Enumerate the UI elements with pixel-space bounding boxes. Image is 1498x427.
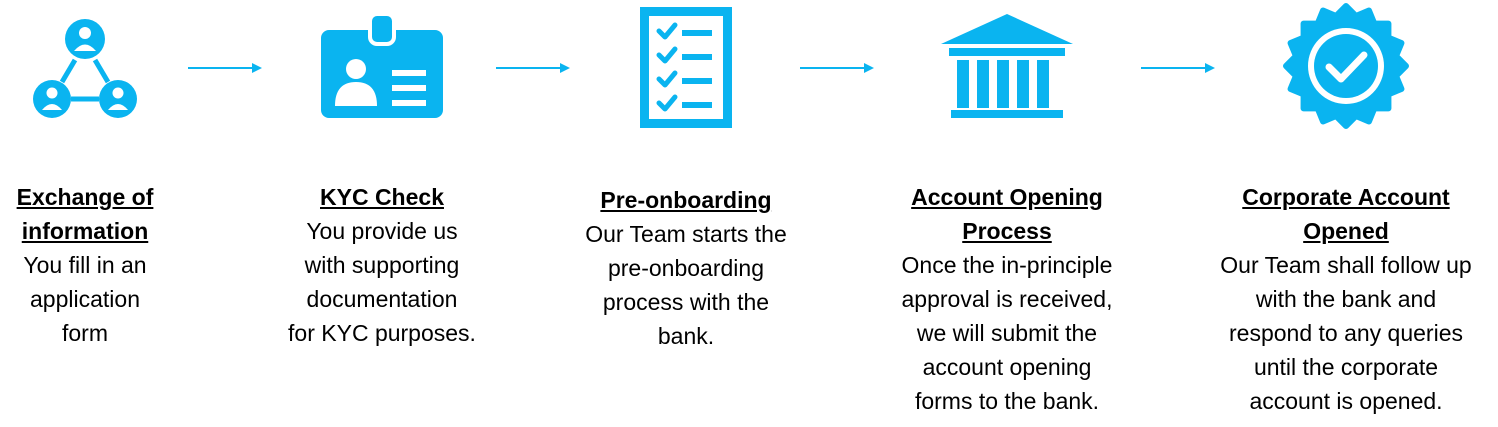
step-title: KYC Check [320,184,444,210]
step-title: Exchange of information [16,184,154,244]
step-description: Once the in-principle approval is receiv… [901,252,1113,414]
step-kyc-check: KYC Check You provide us with supporting… [252,0,512,427]
step-account-opening-process: Account Opening Process Once the in-prin… [877,0,1137,427]
verified-badge-icon [1283,3,1409,129]
checklist-icon [640,7,732,128]
arrow-right-icon [800,63,874,73]
step-description: You provide us with supporting documenta… [288,218,476,346]
step-title: Corporate Account Opened [1242,184,1450,244]
people-network-icon [33,19,137,118]
step-description: Our Team starts the pre-onboarding proce… [585,221,787,349]
arrow-right-icon [496,63,570,73]
step-title: Pre-onboarding [600,187,772,213]
arrow-right-icon [188,63,262,73]
step-title: Account Opening Process [911,184,1103,244]
step-pre-onboarding: Pre-onboarding Our Team starts the pre-o… [556,0,816,427]
step-exchange-of-information: Exchange of information You fill in an a… [0,0,215,427]
step-description: You fill in an application form [23,252,147,346]
id-badge-icon [321,12,443,118]
step-corporate-account-opened: Corporate Account Opened Our Team shall … [1216,0,1476,427]
bank-building-icon [941,14,1073,118]
arrow-right-icon [1141,63,1215,73]
step-description: Our Team shall follow up with the bank a… [1220,252,1472,414]
